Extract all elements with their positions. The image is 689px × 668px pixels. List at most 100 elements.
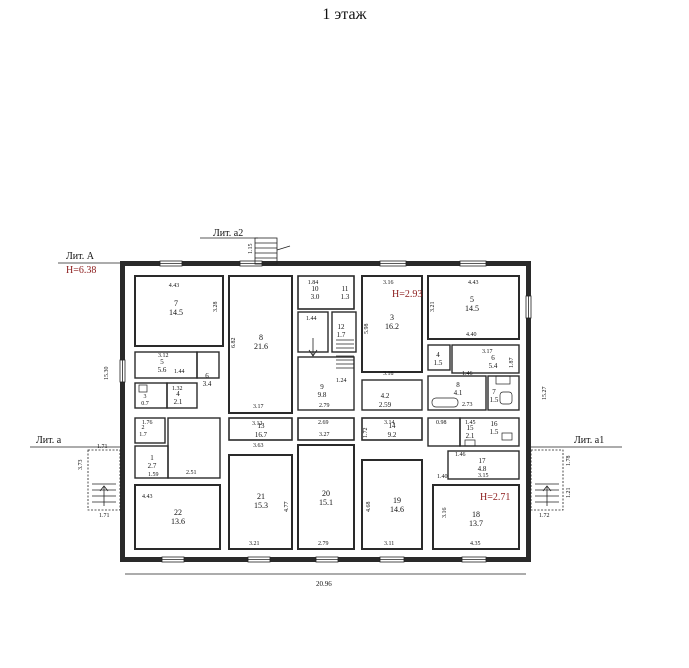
svg-text:4.43: 4.43 (142, 494, 153, 500)
svg-text:3.14: 3.14 (384, 420, 395, 426)
room-8-right: 84.1 (454, 381, 463, 397)
svg-text:2.69: 2.69 (318, 420, 329, 426)
svg-text:1.76: 1.76 (142, 420, 153, 426)
room-labels: 714.5 821.6 103.0 111.3 121.7 316.2 514.… (139, 285, 499, 528)
room-7: 714.5 (169, 299, 183, 317)
svg-text:3.0: 3.0 (311, 293, 320, 301)
windows (119, 260, 532, 563)
page-title: 1 этаж (322, 6, 367, 23)
svg-text:1.84: 1.84 (308, 280, 319, 286)
svg-text:3.21: 3.21 (249, 541, 260, 547)
svg-text:0.98: 0.98 (436, 420, 447, 426)
svg-text:12: 12 (338, 323, 346, 331)
svg-text:4: 4 (436, 351, 440, 359)
porch-right (530, 449, 564, 511)
svg-text:15.3: 15.3 (254, 501, 268, 510)
svg-text:3.27: 3.27 (319, 432, 330, 438)
room-6-right: 65.4 (489, 354, 498, 370)
svg-text:3.15: 3.15 (478, 473, 489, 479)
svg-text:7: 7 (174, 299, 178, 308)
total-width: 20.96 (316, 580, 332, 588)
room-5-left: 55.6 (158, 358, 167, 374)
svg-text:3.17: 3.17 (482, 349, 493, 355)
room-4-left: 42.1 (174, 390, 183, 406)
room-5-right: 514.5 (465, 295, 479, 313)
svg-text:1.72: 1.72 (363, 428, 369, 439)
svg-text:5.98: 5.98 (364, 324, 370, 335)
svg-text:9.8: 9.8 (318, 391, 327, 399)
svg-text:2.79: 2.79 (319, 403, 330, 409)
lit-a-label: Лит. а (36, 435, 62, 446)
svg-text:4.43: 4.43 (169, 283, 180, 289)
height-left: 15.30 (104, 367, 110, 381)
plan-labels: Лит. а2 Лит. А H=6.38 H=2.93 H=2.71 Лит.… (36, 228, 604, 588)
room-2: 21.7 (139, 425, 147, 438)
svg-text:1.21: 1.21 (566, 488, 572, 499)
svg-text:14: 14 (389, 422, 397, 430)
svg-text:5.4: 5.4 (489, 362, 498, 370)
height-293: H=2.93 (392, 289, 422, 300)
svg-text:2.51: 2.51 (186, 470, 197, 476)
svg-text:4: 4 (176, 390, 180, 398)
svg-text:1.87: 1.87 (509, 358, 515, 369)
room-11: 111.3 (341, 285, 350, 301)
height-638: H=6.38 (66, 265, 96, 276)
svg-text:5: 5 (160, 358, 164, 366)
svg-text:4.40: 4.40 (466, 332, 477, 338)
room-6-left: 63.4 (203, 372, 212, 388)
room-16: 161.5 (490, 420, 499, 436)
svg-text:16.2: 16.2 (385, 322, 399, 331)
svg-text:2.1: 2.1 (174, 398, 183, 406)
svg-text:1.44: 1.44 (174, 369, 185, 375)
svg-text:2.73: 2.73 (462, 402, 473, 408)
svg-text:1.59: 1.59 (148, 472, 159, 478)
svg-text:4.1: 4.1 (454, 389, 463, 397)
svg-text:15.1: 15.1 (319, 498, 333, 507)
svg-text:1: 1 (150, 454, 154, 462)
svg-text:4.43: 4.43 (468, 280, 479, 286)
svg-text:5.6: 5.6 (158, 366, 167, 374)
svg-text:3.63: 3.63 (253, 443, 264, 449)
svg-text:2.7: 2.7 (148, 462, 157, 470)
svg-text:4.2: 4.2 (381, 392, 390, 400)
svg-text:3.21: 3.21 (430, 302, 436, 313)
svg-text:22: 22 (174, 508, 182, 517)
svg-text:14.6: 14.6 (390, 505, 404, 514)
room-7-right: 71.5 (490, 388, 499, 404)
svg-text:13: 13 (258, 422, 266, 430)
svg-text:16.7: 16.7 (255, 431, 268, 439)
lit-a1-label: Лит. а1 (574, 435, 604, 446)
svg-text:1.40: 1.40 (437, 474, 448, 480)
room-4-right: 41.5 (434, 351, 443, 367)
svg-text:3.18: 3.18 (383, 371, 394, 377)
height-right: 15.27 (542, 387, 548, 401)
svg-text:20: 20 (322, 489, 330, 498)
svg-text:3.11: 3.11 (384, 541, 394, 547)
svg-text:1.15: 1.15 (248, 244, 254, 255)
svg-text:6: 6 (491, 354, 495, 362)
room-17: 174.8 (478, 457, 487, 473)
svg-text:21: 21 (257, 492, 265, 501)
svg-text:1.72: 1.72 (539, 513, 550, 519)
svg-text:1.78: 1.78 (566, 456, 572, 467)
svg-text:6.82: 6.82 (231, 338, 237, 349)
stair-inner (308, 338, 354, 369)
svg-text:3.16: 3.16 (383, 280, 394, 286)
room-15: 152.1 (466, 424, 475, 440)
leader-lines (30, 237, 622, 575)
svg-text:1.7: 1.7 (139, 432, 147, 438)
svg-text:13.7: 13.7 (469, 519, 483, 528)
svg-text:21.6: 21.6 (254, 342, 268, 351)
room-1-left: 12.7 (148, 454, 157, 470)
svg-text:17: 17 (479, 457, 487, 465)
svg-text:1.71: 1.71 (97, 444, 108, 450)
porch-left (87, 449, 121, 511)
svg-text:3.12: 3.12 (158, 353, 169, 359)
svg-text:1.24: 1.24 (336, 378, 347, 384)
svg-text:8: 8 (456, 381, 460, 389)
svg-text:3.12: 3.12 (252, 421, 263, 427)
svg-text:1.46: 1.46 (462, 371, 473, 377)
